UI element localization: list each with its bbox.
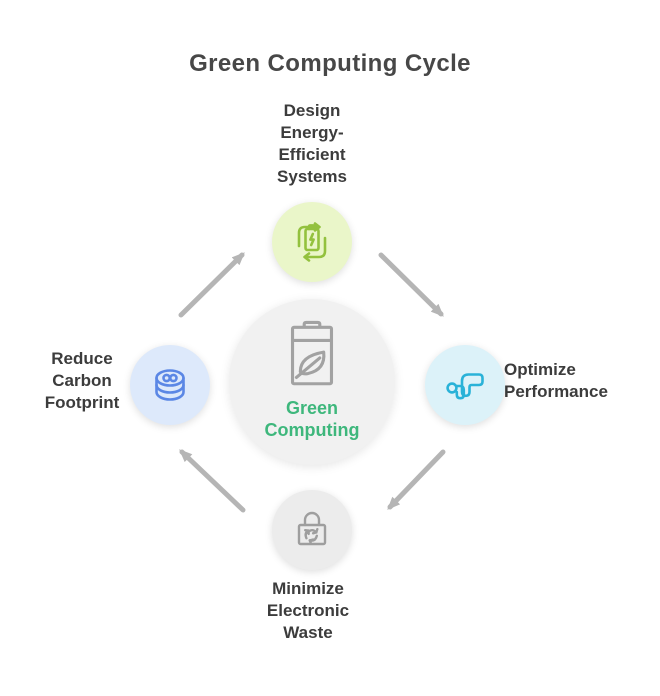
lock-recycle-icon [297,511,327,546]
node-center: Green Computing [229,299,395,465]
node-bottom [272,490,352,570]
label-line: Waste [283,623,333,642]
node-left-label: Reduce Carbon Footprint [26,348,138,414]
label-line: Carbon [52,371,112,390]
label-line: Energy- [280,123,344,142]
label-line: Efficient [278,145,346,164]
label-line: Design [283,101,341,120]
label-line: Reduce [51,349,113,368]
arrow-top-to-right [378,252,444,317]
arrow-right-to-bottom [387,449,446,510]
node-bottom-label: Minimize Electronic Waste [238,578,378,644]
node-right-label: Optimize Performance [504,359,654,403]
node-right [425,345,505,425]
node-left [130,345,210,425]
label-line: Systems [277,167,347,186]
label-line: Footprint [44,393,120,412]
battery-recycle-icon [297,222,327,262]
label-line: Optimize [504,360,576,379]
node-top-label: Design Energy- Efficient Systems [232,100,392,188]
coins-stack-icon [155,369,185,401]
arrow-bottom-to-left [179,449,246,513]
label-line: Electronic [266,601,350,620]
center-label: Green Computing [264,398,360,440]
corner-arrows-icon [446,373,484,400]
diagram-title: Green Computing Cycle [189,50,471,77]
node-top [272,202,352,282]
label-line: Performance [504,382,608,401]
arrow-left-to-top [178,252,245,318]
label-line: Minimize [272,579,344,598]
battery-leaf-icon [290,320,334,386]
